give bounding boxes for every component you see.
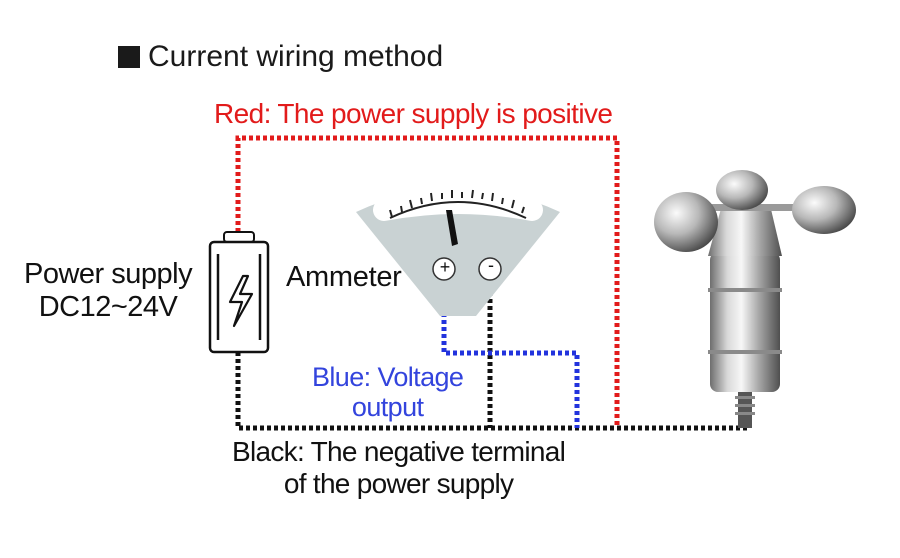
power-supply-voltage: DC12~24V (38, 290, 178, 323)
black-label-line2: of the power supply (283, 468, 514, 500)
blue-label-line2: output (351, 392, 424, 423)
page-title: Current wiring method (118, 42, 443, 72)
power-supply-label: Power supply DC12~24V (24, 258, 193, 324)
ammeter-minus-terminal: - (488, 255, 494, 275)
power-supply-name: Power supply (24, 258, 193, 290)
ammeter-plus-terminal: + (439, 257, 451, 277)
black-label-line1: Black: The negative terminal (232, 436, 566, 467)
ammeter-needle (446, 210, 458, 246)
red-wire (235, 135, 620, 428)
title-text: Current wiring method (148, 40, 444, 73)
red-wire-label: Red: The power supply is positive (214, 98, 613, 129)
black-wire-label: Black: The negative terminal of the powe… (232, 436, 566, 500)
ammeter-dial (356, 182, 560, 316)
blue-wire-label: Blue: Voltage output (312, 362, 464, 423)
ammeter-label: Ammeter (286, 261, 402, 293)
battery-icon (208, 231, 270, 354)
anemometer-icon (654, 170, 856, 428)
blue-label-line1: Blue: Voltage (312, 362, 464, 392)
title-bullet-icon (118, 46, 140, 68)
